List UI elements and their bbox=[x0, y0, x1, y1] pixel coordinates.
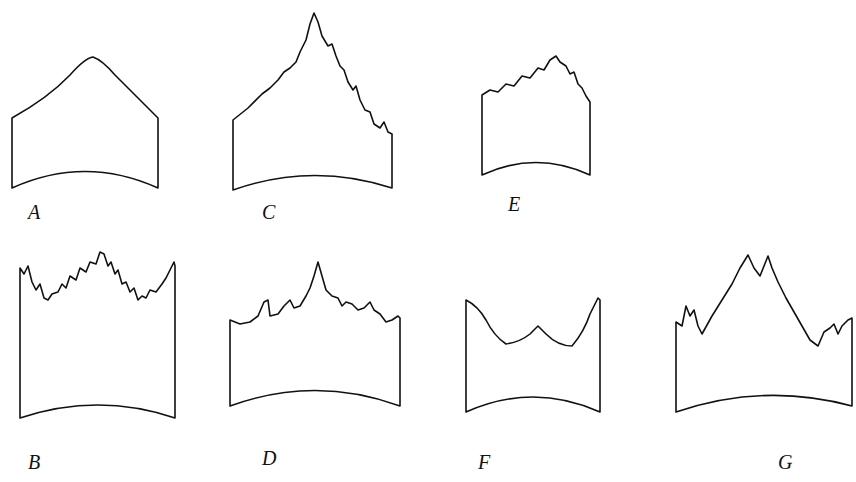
figure-letter: B bbox=[28, 452, 40, 472]
figure-letter: G bbox=[778, 452, 792, 472]
profile-outline bbox=[466, 298, 600, 412]
profile-outline bbox=[676, 255, 852, 412]
figure-letter: C bbox=[262, 202, 275, 222]
profile-outline bbox=[233, 13, 392, 190]
figure-letter: E bbox=[508, 194, 520, 214]
profile-outline bbox=[20, 252, 175, 418]
figure-letter: A bbox=[28, 202, 40, 222]
profile-outline bbox=[12, 57, 158, 188]
profile-outline bbox=[230, 262, 400, 406]
figure-letter: D bbox=[262, 448, 276, 468]
profile-outline bbox=[482, 56, 590, 175]
figure-letter: F bbox=[478, 452, 490, 472]
